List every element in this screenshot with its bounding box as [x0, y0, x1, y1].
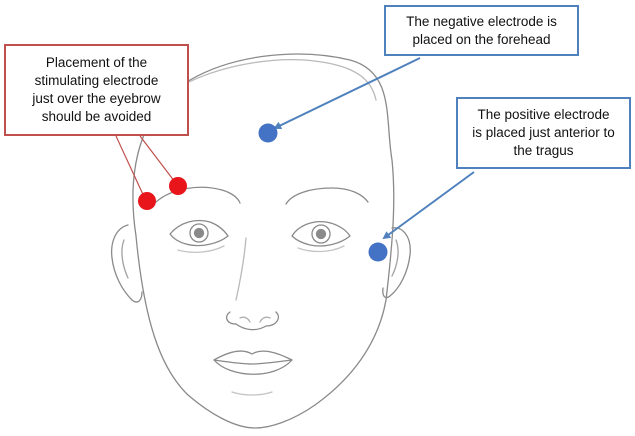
face-sketch: [110, 53, 411, 429]
callout-negative-electrode: The negative electrode is placed on the …: [384, 5, 579, 56]
left-eye: [169, 219, 229, 247]
connectors: [115, 57, 475, 240]
negative-arrow: [273, 57, 421, 129]
right-iris: [311, 224, 331, 244]
positive-arrow: [382, 171, 475, 240]
avoid-connector-1: [115, 135, 147, 202]
avoid-connector-2: [139, 135, 179, 187]
left-eyebrow: [155, 186, 241, 204]
callout-positive-electrode: The positive electrode is placed just an…: [456, 97, 631, 169]
blue-electrode-tragus: [368, 242, 388, 262]
right-eyebrow: [285, 187, 369, 205]
blue-electrode-forehead: [258, 123, 278, 143]
right-ear: [382, 227, 411, 299]
head-outline-stroke: [169, 59, 377, 101]
electrodes: [138, 123, 388, 262]
callout-avoid-eyebrow: Placement of the stimulating electrode j…: [4, 44, 189, 136]
red-electrode-eyebrow-2: [169, 177, 187, 195]
nose-bridge: [235, 237, 247, 301]
nose: [225, 311, 280, 331]
left-iris: [189, 223, 209, 243]
left-pupil: [193, 227, 205, 239]
right-eye: [291, 220, 351, 247]
nostril-right: [259, 316, 271, 323]
left-ear: [110, 224, 143, 303]
red-electrode-eyebrow-1: [138, 192, 156, 210]
head-outline: [132, 53, 395, 429]
left-ear-inner: [121, 239, 129, 279]
upper-lip: [213, 350, 293, 365]
callout-negative-text: The negative electrode is placed on the …: [406, 13, 557, 47]
chin-line: [231, 391, 273, 396]
nostril-left: [239, 316, 251, 323]
left-lower-lid: [177, 245, 225, 253]
callout-avoid-text: Placement of the stimulating electrode j…: [32, 55, 161, 124]
right-ear-inner: [391, 239, 399, 277]
lower-lip: [213, 359, 293, 375]
right-lower-lid: [297, 245, 345, 253]
callout-positive-text: The positive electrode is placed just an…: [472, 107, 615, 158]
right-pupil: [315, 228, 327, 240]
